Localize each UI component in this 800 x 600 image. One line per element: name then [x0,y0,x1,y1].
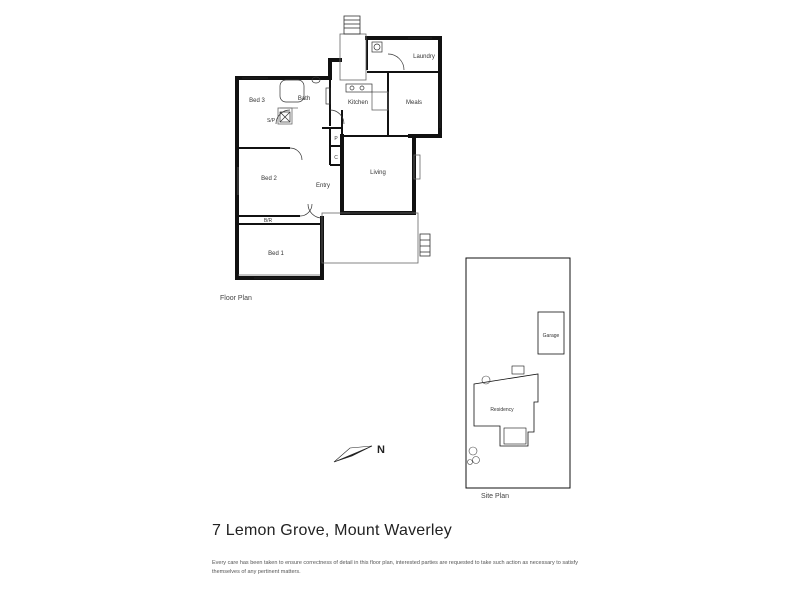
site-plan: Garage Residency Site Plan [465,257,571,500]
room-label-bed2: Bed 2 [261,176,277,182]
room-label-cupboard: C [334,155,338,161]
stairs-top [343,15,361,35]
doors [275,53,405,219]
room-label-bed3: Bed 3 [249,98,265,104]
room-label-kitchen: Kitchen [348,100,368,106]
garage-label: Garage [543,333,560,339]
site-boundary [465,257,571,489]
exterior-walls [235,36,442,280]
residency-outline [473,373,539,447]
north-label: N [377,444,385,456]
room-label-bath: Bath [298,96,310,102]
residency-label: Residency [490,407,514,413]
room-label-entry: Entry [316,183,330,189]
room-label-living: Living [370,170,386,176]
trees [467,375,491,465]
north-arrow-icon: N [333,444,385,463]
disclaimer-text: Every care has been taken to ensure corr… [212,560,578,575]
room-label-robe: B/R [264,218,273,224]
floor-plan-caption: Floor Plan [220,295,252,302]
floor-plan: Laundry Bath Kitchen Meals Bed 3 S/P P C… [220,15,442,302]
interior-walls [237,38,440,225]
room-label-pantry: P [334,136,338,142]
property-address: 7 Lemon Grove, Mount Waverley [212,522,452,539]
room-label-meals: Meals [406,100,422,106]
room-label-laundry: Laundry [413,54,435,60]
windows [242,37,441,279]
site-plan-caption: Site Plan [481,493,509,500]
room-label-bed1: Bed 1 [268,251,284,257]
room-label-shower: S/P [267,118,276,124]
garage-outline [537,311,565,355]
fixtures [279,41,383,123]
stairs-right [419,233,431,257]
